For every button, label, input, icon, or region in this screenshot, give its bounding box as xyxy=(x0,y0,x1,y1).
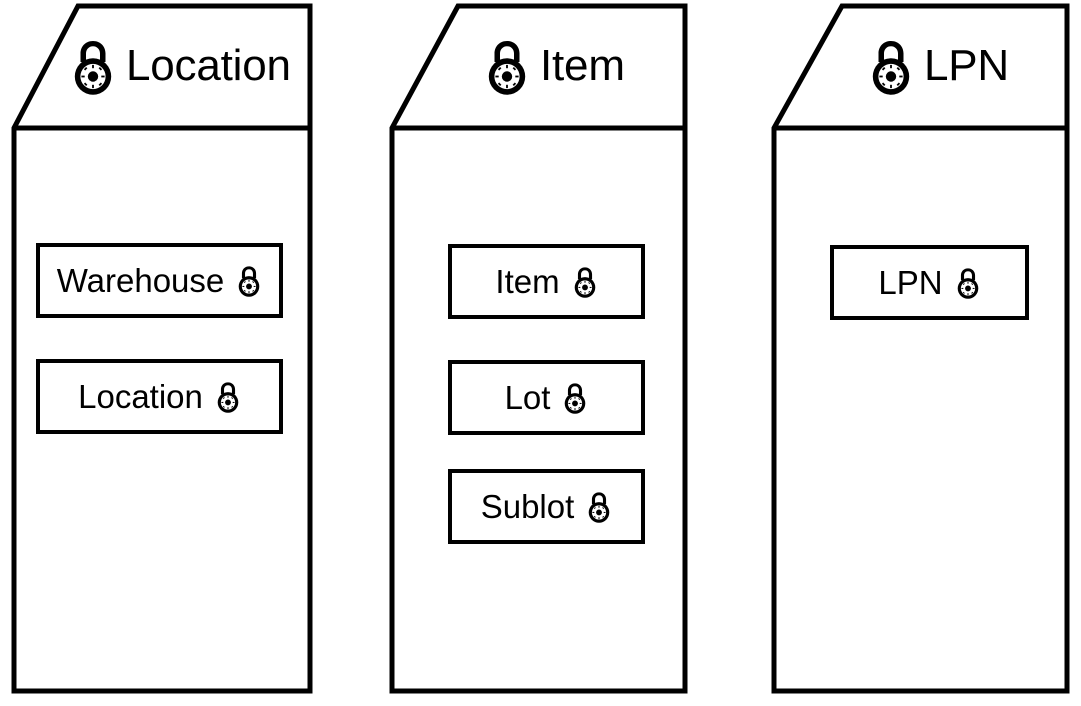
combination-padlock-icon xyxy=(572,265,598,298)
panel-lpn[interactable]: LPN LPN xyxy=(768,0,1073,706)
field-box-location[interactable]: Location xyxy=(36,359,283,434)
combination-padlock-icon xyxy=(562,381,588,414)
combination-padlock-icon xyxy=(955,266,981,299)
field-label-warehouse: Warehouse xyxy=(56,262,225,299)
combination-padlock-icon xyxy=(236,264,262,297)
panel-item[interactable]: Item Item xyxy=(386,0,691,706)
field-box-lot[interactable]: Lot xyxy=(448,360,645,435)
panel-item-outline xyxy=(389,3,688,694)
panel-lpn-outline xyxy=(771,3,1070,694)
field-box-sublot[interactable]: Sublot xyxy=(448,469,645,544)
field-label-lot: Lot xyxy=(504,379,551,416)
field-label-item: Item xyxy=(495,263,560,300)
panel-location[interactable]: Location Warehouse xyxy=(8,0,318,706)
field-box-lpn[interactable]: LPN xyxy=(830,245,1029,320)
field-label-sublot: Sublot xyxy=(480,488,575,525)
combination-padlock-icon xyxy=(215,380,241,413)
panel-location-outline xyxy=(11,3,313,694)
field-box-item[interactable]: Item xyxy=(448,244,645,319)
field-box-warehouse[interactable]: Warehouse xyxy=(36,243,283,318)
field-label-location: Location xyxy=(78,378,203,415)
combination-padlock-icon xyxy=(586,490,612,523)
field-label-lpn: LPN xyxy=(878,264,943,301)
